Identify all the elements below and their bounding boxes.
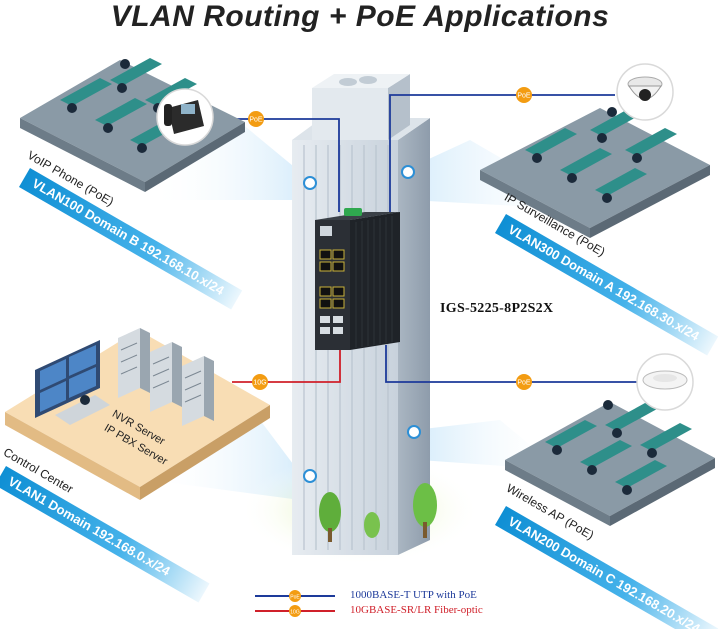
legend-badge-poe: PoE: [289, 590, 301, 602]
badge-poe-wireless-text: PoE: [517, 380, 531, 387]
badge-poe-surveillance-text: PoE: [517, 93, 531, 100]
badge-poe-voip-text: PoE: [249, 117, 263, 124]
badge-poe-wireless: PoE: [516, 374, 532, 390]
voip-phone-device: [156, 88, 214, 146]
building-nodes: [303, 165, 421, 483]
video-wall: [35, 340, 100, 418]
ip-camera-device: [616, 63, 674, 121]
switch-device: [315, 208, 400, 350]
legend-badge-10g: 10G: [289, 605, 301, 617]
cable-wireless: [385, 345, 640, 383]
beam-voip: [150, 118, 310, 200]
surveillance-cluster: [480, 63, 710, 238]
wireless-ap-device: [636, 353, 694, 411]
server-racks: [118, 328, 214, 426]
legend-utp-text: 1000BASE-T UTP with PoE: [350, 589, 477, 601]
device-model-label: IGS-5225-8P2S2X: [440, 301, 554, 316]
badge-10g-control-text: 10G: [253, 380, 266, 387]
legend-badge-10g-text: 10G: [290, 610, 300, 616]
control-center-platform: [5, 328, 270, 500]
voip-cluster: [20, 58, 245, 192]
legend-badge-poe-text: PoE: [290, 595, 300, 601]
trees: [319, 483, 437, 542]
badge-poe-surveillance: PoE: [516, 87, 532, 103]
legend-fiber-text: 10GBASE-SR/LR Fiber-optic: [350, 604, 483, 616]
badge-poe-voip: PoE: [248, 111, 264, 127]
wireless-cluster: [505, 353, 715, 526]
badge-10g-control: 10G: [252, 374, 268, 390]
cable-surveillance: [389, 94, 615, 212]
page-title: VLAN Routing + PoE Applications: [110, 0, 610, 33]
building: [292, 74, 430, 555]
